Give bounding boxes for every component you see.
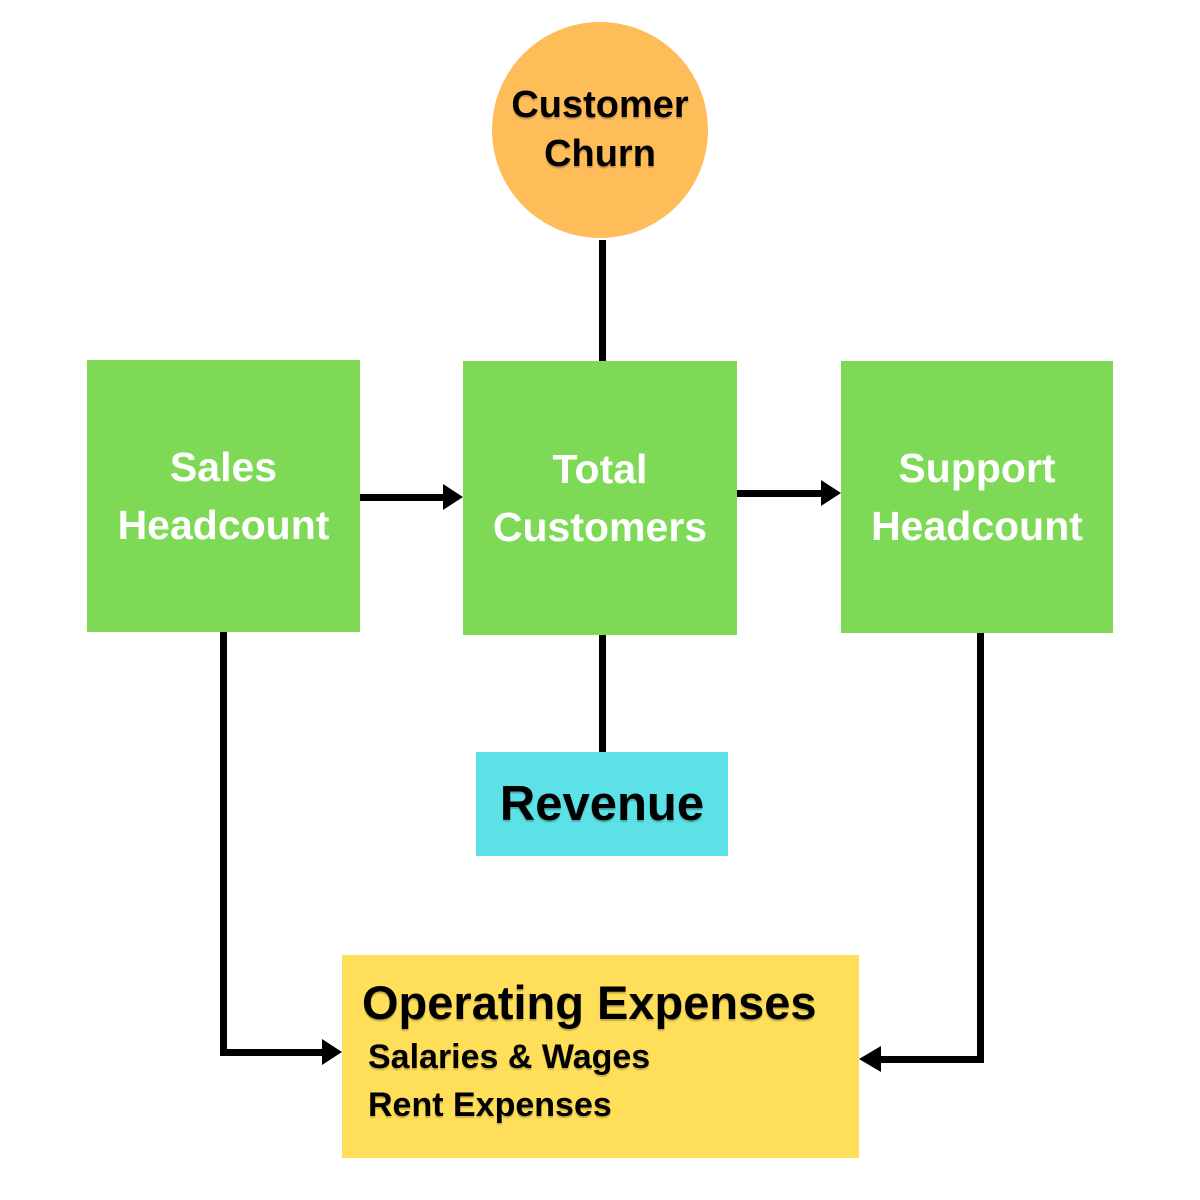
arrowhead-right-icon <box>821 480 841 506</box>
connector-support-to-opex-horizontal <box>881 1056 984 1063</box>
connector-sales-to-opex-vertical <box>220 632 227 1056</box>
arrowhead-left-icon <box>859 1046 881 1072</box>
node-support-headcount[interactable]: Support Headcount <box>841 361 1113 633</box>
node-total-customers[interactable]: Total Customers <box>463 361 737 635</box>
arrowhead-right-icon <box>443 484 463 510</box>
connector-churn-to-total-line <box>599 240 606 361</box>
node-operating-expenses[interactable]: Operating Expenses Salaries & Wages Rent… <box>342 955 859 1158</box>
connector-sales-to-total-line <box>360 494 444 501</box>
node-total-customers-label: Total Customers <box>492 446 708 550</box>
connector-total-to-revenue-line <box>599 635 606 752</box>
node-customer-churn[interactable]: Customer Churn <box>492 22 708 238</box>
connector-support-to-opex-vertical <box>977 633 984 1063</box>
connector-sales-to-opex-horizontal <box>220 1049 322 1056</box>
node-operating-expenses-title: Operating Expenses <box>362 976 817 1029</box>
operating-expenses-item-rent: Rent Expenses <box>368 1086 612 1124</box>
node-sales-headcount[interactable]: Sales Headcount <box>87 360 360 632</box>
arrowhead-right-icon <box>322 1039 342 1065</box>
node-revenue[interactable]: Revenue <box>476 752 728 856</box>
node-customer-churn-label: Customer Churn <box>511 84 689 175</box>
operating-expenses-item-salaries: Salaries & Wages <box>368 1038 651 1076</box>
node-sales-headcount-label: Sales Headcount <box>117 444 330 548</box>
node-revenue-label: Revenue <box>499 777 705 831</box>
node-support-headcount-label: Support Headcount <box>871 445 1083 549</box>
connector-total-to-support-line <box>737 490 822 497</box>
